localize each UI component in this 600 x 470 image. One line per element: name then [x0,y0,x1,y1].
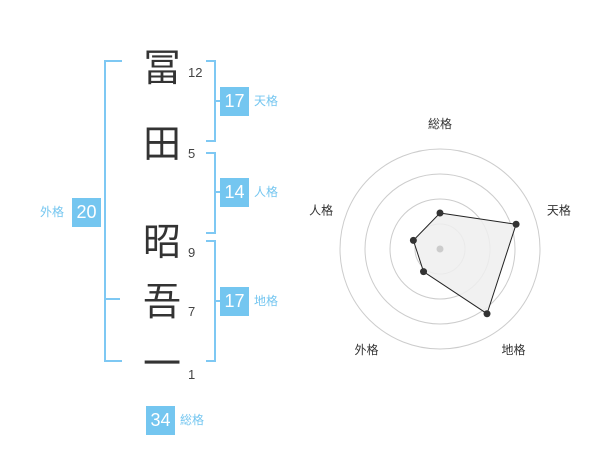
gaikaku-label: 外格 [40,205,65,219]
gaikaku-score: 20 [72,198,101,227]
stroke-count-5: 1 [188,367,196,382]
radar-axis-label-2: 天格 [547,202,571,217]
radar-series-polygon [412,212,517,315]
name-char-3: 昭 [142,220,181,264]
name-char-1: 冨 [142,46,181,90]
stroke-count-1: 12 [188,65,203,80]
radar-point-3 [483,310,491,318]
chikaku-score: 17 [220,287,249,316]
soukaku-label: 総格 [180,413,205,427]
radar-ring-4 [339,148,541,350]
radar-axis-label-3: 地格 [501,342,525,357]
name-char-5: 一 [142,342,181,386]
bracket-chikaku-stem [214,300,220,302]
stroke-count-4: 7 [188,304,196,319]
tenkaku-score: 17 [220,87,249,116]
radar-axis-label-4: 外格 [355,342,379,357]
name-char-2: 田 [142,122,181,166]
radar-point-2 [512,220,520,228]
stroke-count-2: 5 [188,146,196,161]
jinkaku-score: 14 [220,178,249,207]
radar-point-4 [420,268,428,276]
radar-axis-label-1: 総格 [428,116,452,131]
radar-center-dot [436,245,444,253]
tenkaku-label: 天格 [254,94,279,108]
radar-point-1 [436,209,444,217]
jinkaku-label: 人格 [254,185,279,199]
bracket-jinkaku-stem [214,191,220,193]
radar-ring-3 [364,173,516,325]
chikaku-label: 地格 [254,294,279,308]
radar-axis-label-5: 人格 [309,202,333,217]
bracket-jinkaku [206,152,216,234]
radar-point-5 [409,236,417,244]
bracket-gaikaku-inner [104,298,120,300]
name-char-4: 吾 [142,280,181,324]
stroke-count-3: 9 [188,245,196,260]
bracket-tenkaku-stem [214,100,220,102]
bracket-gaikaku [104,60,122,362]
soukaku-score: 34 [146,406,175,435]
